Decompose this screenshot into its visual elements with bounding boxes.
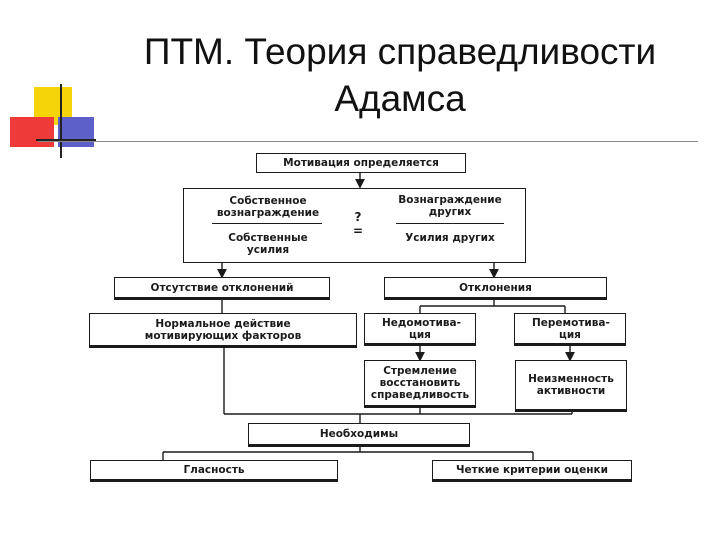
box-restore-justice-text: Стремление восстановить справедливость: [370, 365, 470, 401]
box-motivation-determined-text: Мотивация определяется: [283, 157, 439, 169]
box-publicity-text: Гласность: [183, 464, 245, 476]
ratio-right-denominator: Усилия других: [405, 232, 495, 244]
box-deviation: Отклонения: [384, 277, 607, 300]
title-line-1: ПТМ. Теория справедливости: [143, 31, 657, 72]
box-equity-ratio: [183, 188, 526, 263]
box-unchanged-activity-text: Неизменность активности: [528, 373, 614, 397]
box-normal-action-text: Нормальное действие мотивирующих факторо…: [144, 317, 302, 342]
box-unchanged-activity: Неизменность активности: [515, 360, 627, 412]
ratio-operator-equals: =: [352, 224, 364, 238]
box-restore-justice: Стремление восстановить справедливость: [364, 360, 476, 408]
slide-title: ПТМ. Теория справедливости Адамса: [90, 28, 710, 122]
box-clear-criteria: Четкие критерии оценки: [432, 460, 632, 482]
box-no-deviation-text: Отсутствие отклонений: [150, 281, 294, 294]
box-needed-text: Необходимы: [319, 428, 399, 440]
box-clear-criteria-text: Четкие критерии оценки: [456, 464, 608, 476]
box-motivation-determined: Мотивация определяется: [256, 153, 466, 173]
box-under-motivation-text: Недомотива-ция: [382, 316, 461, 341]
box-no-deviation: Отсутствие отклонений: [114, 277, 330, 300]
ratio-operator-question: ?: [354, 210, 362, 224]
box-normal-action: Нормальное действие мотивирующих факторо…: [89, 313, 357, 348]
decor-red-square: [10, 117, 54, 147]
ratio-right-fraction-bar: [396, 223, 504, 225]
ratio-left-denominator: Собственные усилия: [228, 232, 308, 256]
box-over-motivation: Перемотива-ция: [514, 313, 626, 346]
title-line-2: Адамса: [334, 78, 466, 119]
box-deviation-text: Отклонения: [459, 281, 532, 294]
box-publicity: Гласность: [90, 460, 338, 482]
ratio-left-numerator: Собственное вознаграждение: [216, 195, 320, 219]
ratio-left-fraction-bar: [212, 223, 322, 225]
title-underline: [38, 141, 698, 142]
decor-blue-square: [58, 117, 94, 147]
decor-vertical-line: [60, 84, 62, 158]
decor-horizontal-line: [36, 139, 96, 141]
box-under-motivation: Недомотива-ция: [364, 313, 476, 346]
ratio-right-numerator: Вознаграждение других: [398, 194, 502, 218]
box-needed: Необходимы: [248, 423, 470, 447]
box-over-motivation-text: Перемотива-ция: [532, 316, 610, 341]
